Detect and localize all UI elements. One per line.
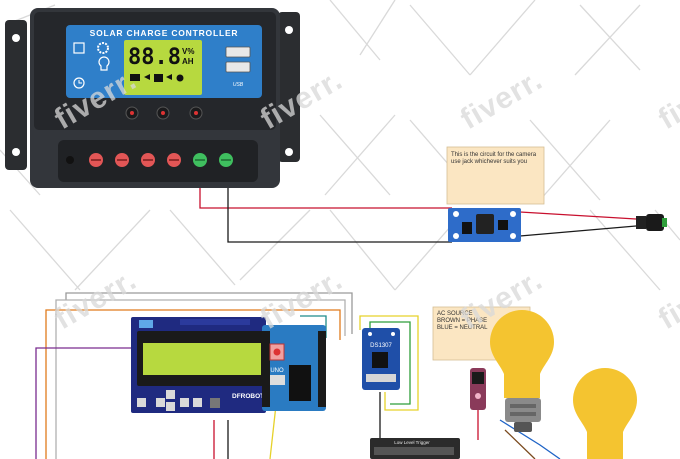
wire-brown-bulb xyxy=(504,429,536,459)
lcd-status-icons xyxy=(130,74,184,82)
arduino-label: UNO xyxy=(270,368,284,374)
mount-hole xyxy=(285,26,293,34)
terminal-screws xyxy=(66,153,233,167)
camera-note: This is the circuit for the camera use j… xyxy=(446,146,545,205)
ac-note-line1: AC SOURCE xyxy=(437,311,473,317)
lcd-display xyxy=(124,40,202,95)
usb-port xyxy=(225,61,251,73)
wire-orange xyxy=(45,309,341,459)
wire-red-buck-jack xyxy=(519,211,637,220)
lcd-value: 88.8 xyxy=(128,45,181,70)
relay-module xyxy=(470,368,486,410)
rtc-chip xyxy=(372,352,388,368)
wire-yellow-lower xyxy=(269,404,277,459)
keypad-button[interactable] xyxy=(166,390,175,399)
buck-converter xyxy=(448,208,521,242)
arduino-board: UNO xyxy=(262,325,326,411)
lcd-keypad-shield: DFROBOT xyxy=(131,317,267,413)
lamp-icon xyxy=(98,56,110,71)
watermark: fiverr. xyxy=(653,263,680,336)
controller-buttons xyxy=(125,106,203,120)
lcd-unit-ah: AH xyxy=(182,57,194,66)
keypad-button[interactable] xyxy=(137,398,146,407)
background-guides xyxy=(0,0,680,291)
gear-icon xyxy=(97,42,109,54)
rtc-module: DS1307 xyxy=(362,328,400,390)
solar-charge-controller: SOLAR CHARGE CONTROLLER 88.8 V% AH USB xyxy=(5,8,300,188)
mcu-chip xyxy=(289,365,311,401)
ac-note-line2: BROWN = PHASE xyxy=(437,318,487,324)
keypad-button[interactable] xyxy=(156,398,165,407)
wire-green-rtc xyxy=(369,321,411,405)
ac-note-line3: BLUE = NEUTRAL xyxy=(437,325,488,331)
wire-black-buck-jack xyxy=(519,225,637,237)
shield-buttons xyxy=(137,390,202,411)
mount-hole xyxy=(12,34,20,42)
reset-button[interactable] xyxy=(273,348,281,356)
mount-hole xyxy=(285,148,293,156)
clock-icon xyxy=(73,77,85,89)
usb-port xyxy=(225,46,251,58)
wire-purple xyxy=(35,347,133,459)
keypad-button[interactable] xyxy=(180,398,189,407)
bulb-base xyxy=(505,398,541,422)
lcd-unit-v: V% xyxy=(182,47,194,56)
watermark: fiverr. xyxy=(653,63,680,136)
wire-gray-top xyxy=(65,292,353,334)
dc-jack xyxy=(636,214,667,231)
keypad-button[interactable] xyxy=(166,402,175,411)
camera-note-line2: use jack whichever suits you xyxy=(451,159,527,165)
bulb-2 xyxy=(573,368,637,459)
mount-hole xyxy=(12,148,20,156)
wire-yellow-rtc xyxy=(359,315,419,411)
lcd-screen xyxy=(143,343,261,375)
ic-chip xyxy=(498,220,508,230)
bulb-1 xyxy=(490,310,554,432)
inductor xyxy=(476,214,494,234)
wires xyxy=(35,164,637,459)
mcu-icon xyxy=(73,42,85,54)
wire-blue-bulb xyxy=(499,419,561,459)
wire-gray-2 xyxy=(55,299,346,459)
wire-black-controller-buck xyxy=(227,164,452,243)
clock-hands-icon xyxy=(78,80,82,84)
watermark: fiverr. xyxy=(49,263,142,336)
camera-note-line1: This is the circuit for the camera xyxy=(451,152,537,158)
usb-label: USB xyxy=(233,82,244,88)
rtc-label: DS1307 xyxy=(370,343,392,349)
sensor-label: Low Level Trigger xyxy=(394,440,430,445)
keypad-button[interactable] xyxy=(193,398,202,407)
shield-brand: DFROBOT xyxy=(232,393,264,400)
terminal-strip xyxy=(58,140,258,182)
level-sensor: Low Level Trigger xyxy=(370,438,460,459)
controller-title: SOLAR CHARGE CONTROLLER xyxy=(90,28,239,38)
capacitor xyxy=(462,222,472,234)
